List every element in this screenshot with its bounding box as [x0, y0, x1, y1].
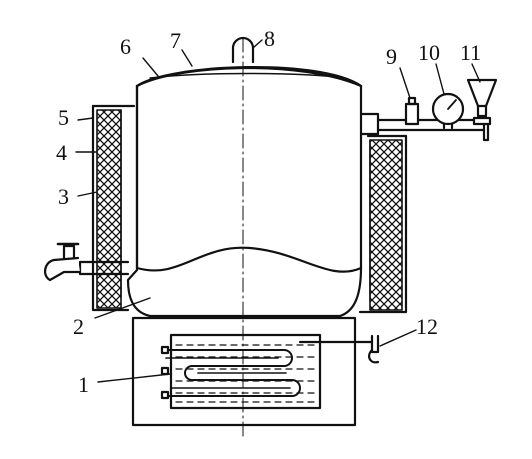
feed-funnel — [466, 78, 498, 126]
part-label-10: 10 — [418, 40, 440, 65]
part-label-9: 9 — [386, 44, 397, 69]
part-label-4: 4 — [56, 140, 67, 165]
part-label-3: 3 — [58, 184, 69, 209]
leader-lines — [75, 39, 481, 383]
top-pipe — [359, 112, 490, 142]
heating-coil — [160, 333, 322, 410]
outlet-valve — [298, 334, 380, 364]
part-label-7: 7 — [170, 28, 181, 53]
vessel-body — [126, 66, 363, 318]
part-label-8: 8 — [264, 26, 275, 51]
part-label-2: 2 — [73, 314, 84, 339]
part-label-12: 12 — [416, 314, 438, 339]
part-label-6: 6 — [120, 34, 131, 59]
heater-housing — [131, 316, 357, 427]
vessel-lid — [135, 66, 363, 88]
pressure-gauge — [431, 92, 465, 130]
part-label-11: 11 — [460, 40, 481, 65]
drain-valve — [44, 242, 130, 282]
safety-valve — [404, 96, 420, 126]
part-label-1: 1 — [78, 372, 89, 397]
part-label-5: 5 — [58, 105, 69, 130]
